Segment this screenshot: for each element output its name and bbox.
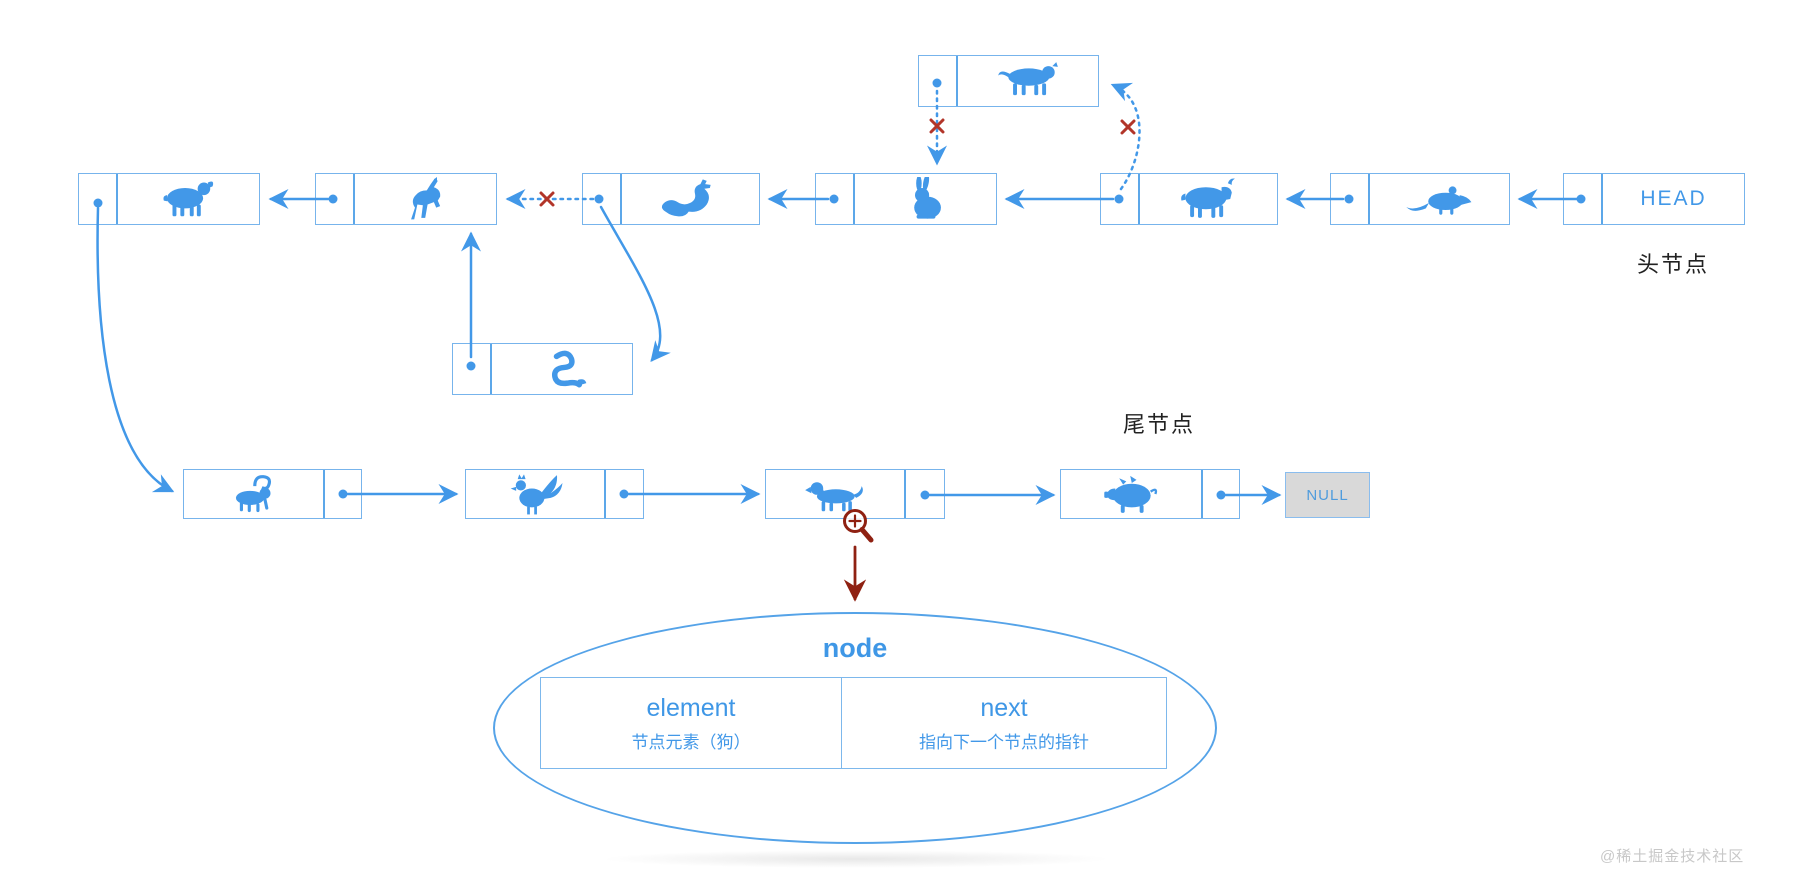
- rabbit-icon: [855, 174, 996, 224]
- ox-icon: [1140, 174, 1277, 224]
- arrow-dragon-to-snake: [599, 205, 671, 362]
- dragon-icon: [622, 174, 759, 224]
- pointer-cell: [316, 174, 355, 224]
- pointer-cell: [583, 174, 622, 224]
- node-tiger: [918, 55, 1099, 107]
- pointer-cell: [79, 174, 118, 224]
- node-rabbit: [815, 173, 997, 225]
- dog-icon: [766, 470, 904, 518]
- inserted-links: [461, 205, 671, 362]
- ellipse-shadow: [600, 850, 1112, 868]
- next-desc: 指向下一个节点的指针: [919, 732, 1089, 752]
- node-dog: [765, 469, 945, 519]
- tail-node-caption: 尾节点: [1123, 412, 1196, 437]
- pointer-cell: [1331, 174, 1370, 224]
- tiger-icon: [958, 56, 1098, 106]
- node-horse: [315, 173, 497, 225]
- pointer-cell: [323, 470, 361, 518]
- node-detail-title: node: [822, 633, 888, 663]
- rat-icon: [1370, 174, 1509, 224]
- node-head: HEAD: [1563, 173, 1745, 225]
- pointer-cell: [904, 470, 944, 518]
- pig-icon: [1061, 470, 1201, 518]
- monkey-icon: [184, 470, 323, 518]
- snake-icon: [492, 344, 632, 394]
- pointer-cell: [604, 470, 643, 518]
- rooster-icon: [466, 470, 604, 518]
- pointer-cell: [919, 56, 958, 106]
- node-ox: [1100, 173, 1278, 225]
- null-box: NULL: [1285, 472, 1370, 518]
- node-monkey: [183, 469, 362, 519]
- pointer-cell: [816, 174, 855, 224]
- x-dragon-horse: [539, 191, 555, 207]
- node-rat: [1330, 173, 1510, 225]
- pointer-cell: [1564, 174, 1603, 224]
- x-ox-tiger: [1120, 119, 1136, 135]
- arrow-sheep-to-monkey: [96, 206, 175, 493]
- node-pig: [1060, 469, 1240, 519]
- element-desc: 节点元素（狗）: [631, 732, 751, 752]
- node-detail-ellipse: [493, 612, 1217, 844]
- pointer-cell: [453, 344, 492, 394]
- pointer-cell: [1201, 470, 1239, 518]
- element-cell: element 节点元素（狗）: [541, 678, 842, 768]
- watermark: @稀土掘金技术社区: [1600, 848, 1745, 865]
- next-label: next: [980, 693, 1028, 722]
- node-detail-struct: element 节点元素（狗） next 指向下一个节点的指针: [540, 677, 1167, 769]
- null-label: NULL: [1306, 486, 1349, 504]
- head-node-caption: 头节点: [1637, 252, 1710, 277]
- node-snake: [452, 343, 633, 395]
- node-dragon: [582, 173, 760, 225]
- x-tiger-rabbit: [929, 118, 945, 134]
- sheep-icon: [118, 174, 259, 224]
- pointer-cell: [1101, 174, 1140, 224]
- node-sheep: [78, 173, 260, 225]
- head-label: HEAD: [1640, 187, 1707, 210]
- next-cell: next 指向下一个节点的指针: [842, 678, 1166, 768]
- horse-icon: [355, 174, 496, 224]
- list-links: [96, 189, 1579, 493]
- pointer-dots: [93, 78, 1586, 500]
- element-label: element: [646, 693, 736, 722]
- node-rooster: [465, 469, 644, 519]
